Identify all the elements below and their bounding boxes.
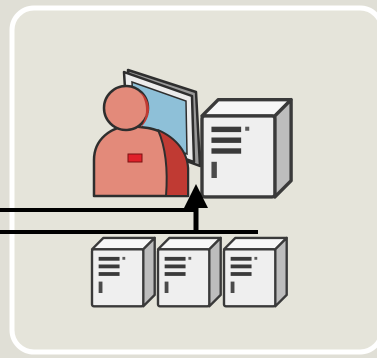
server-tower-icon <box>156 236 222 308</box>
server-tower-icon <box>222 236 288 308</box>
server-tower-icon <box>200 98 293 199</box>
badge-icon <box>127 153 143 163</box>
arrow-up-icon <box>184 184 208 232</box>
person-icon <box>92 84 190 198</box>
server-tower-icon <box>90 236 156 308</box>
